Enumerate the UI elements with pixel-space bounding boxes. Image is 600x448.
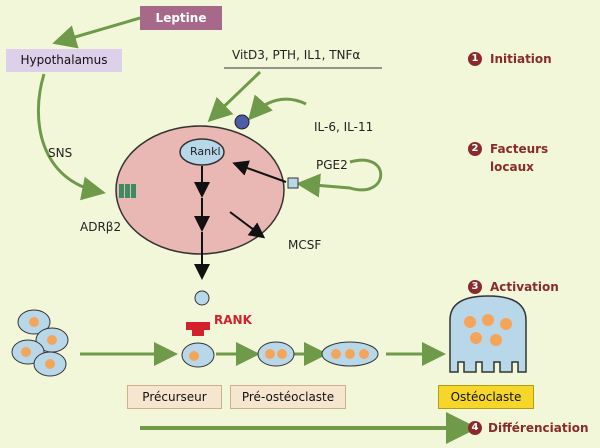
rankl-oval — [179, 138, 225, 166]
arrow-leptine-hypothalamus — [52, 16, 141, 49]
mcsf-label: MCSF — [288, 238, 322, 252]
adr-receptor-right — [131, 184, 136, 198]
arrow-factors-rankl — [207, 70, 262, 123]
step-1-number: 1 — [468, 52, 482, 66]
arrow-pge2-rankl — [232, 160, 287, 183]
rank-receptor — [186, 322, 210, 336]
preosteoclast-nucleus-1a — [265, 349, 275, 359]
pge2-receptor — [287, 177, 299, 189]
osteoclast-nucleus-4 — [470, 332, 482, 344]
step-2-number: 2 — [468, 142, 482, 156]
osteoclast-nucleus-2 — [482, 314, 494, 326]
sns-label: SNS — [48, 146, 73, 160]
factors-label: VitD3, PTH, IL1, TNFα — [232, 48, 361, 62]
hypothalamus-box: Hypothalamus — [6, 49, 122, 72]
step-3-number: 3 — [468, 280, 482, 294]
stage-preosteoclaste: Pré-ostéoclaste — [230, 385, 346, 409]
step-3-label: Activation — [490, 280, 559, 294]
adr-receptor-mid — [125, 184, 130, 198]
rank-label: RANK — [214, 313, 252, 327]
preosteoclast-nucleus-1b — [277, 349, 287, 359]
stem-nucleus-2 — [47, 335, 57, 345]
stem-nucleus-3 — [21, 347, 31, 357]
osteoclast-nucleus-3 — [500, 318, 512, 330]
il-receptor — [234, 114, 250, 130]
preosteoclast-nucleus-2c — [359, 349, 369, 359]
preosteoclast-nucleus-2a — [331, 349, 341, 359]
step-4-number: 4 — [468, 421, 482, 435]
pge2-label: PGE2 — [316, 158, 348, 172]
il-label: IL-6, IL-11 — [314, 120, 374, 134]
rankl-molecule — [194, 290, 210, 306]
arrow-sns — [36, 73, 106, 201]
leptine-box: Leptine — [140, 6, 222, 30]
rankl-label: Rankl — [190, 145, 221, 158]
preosteoclast-nucleus-2b — [345, 349, 355, 359]
osteoclast-nucleus-1 — [464, 316, 476, 328]
arrow-il — [248, 94, 307, 121]
step-4-label: Différenciation — [488, 421, 589, 435]
osteoclast-nucleus-5 — [490, 334, 502, 346]
preosteoclast-cell-1 — [257, 341, 295, 367]
stem-nucleus-1 — [29, 317, 39, 327]
precursor-nucleus — [189, 351, 199, 361]
stem-nucleus-4 — [45, 359, 55, 369]
stage-precurseur: Précurseur — [127, 385, 222, 409]
adr-receptor-left — [119, 184, 124, 198]
adr-label: ADRβ2 — [80, 220, 122, 234]
step-1-label: Initiation — [490, 52, 552, 66]
step-2-label: Facteurs locaux — [490, 142, 549, 174]
osteoclast-cell — [449, 295, 527, 373]
stage-osteoclaste: Ostéoclaste — [438, 385, 534, 409]
arrow-pge2-loop — [296, 158, 383, 198]
arrow-to-mcsf — [229, 211, 266, 239]
